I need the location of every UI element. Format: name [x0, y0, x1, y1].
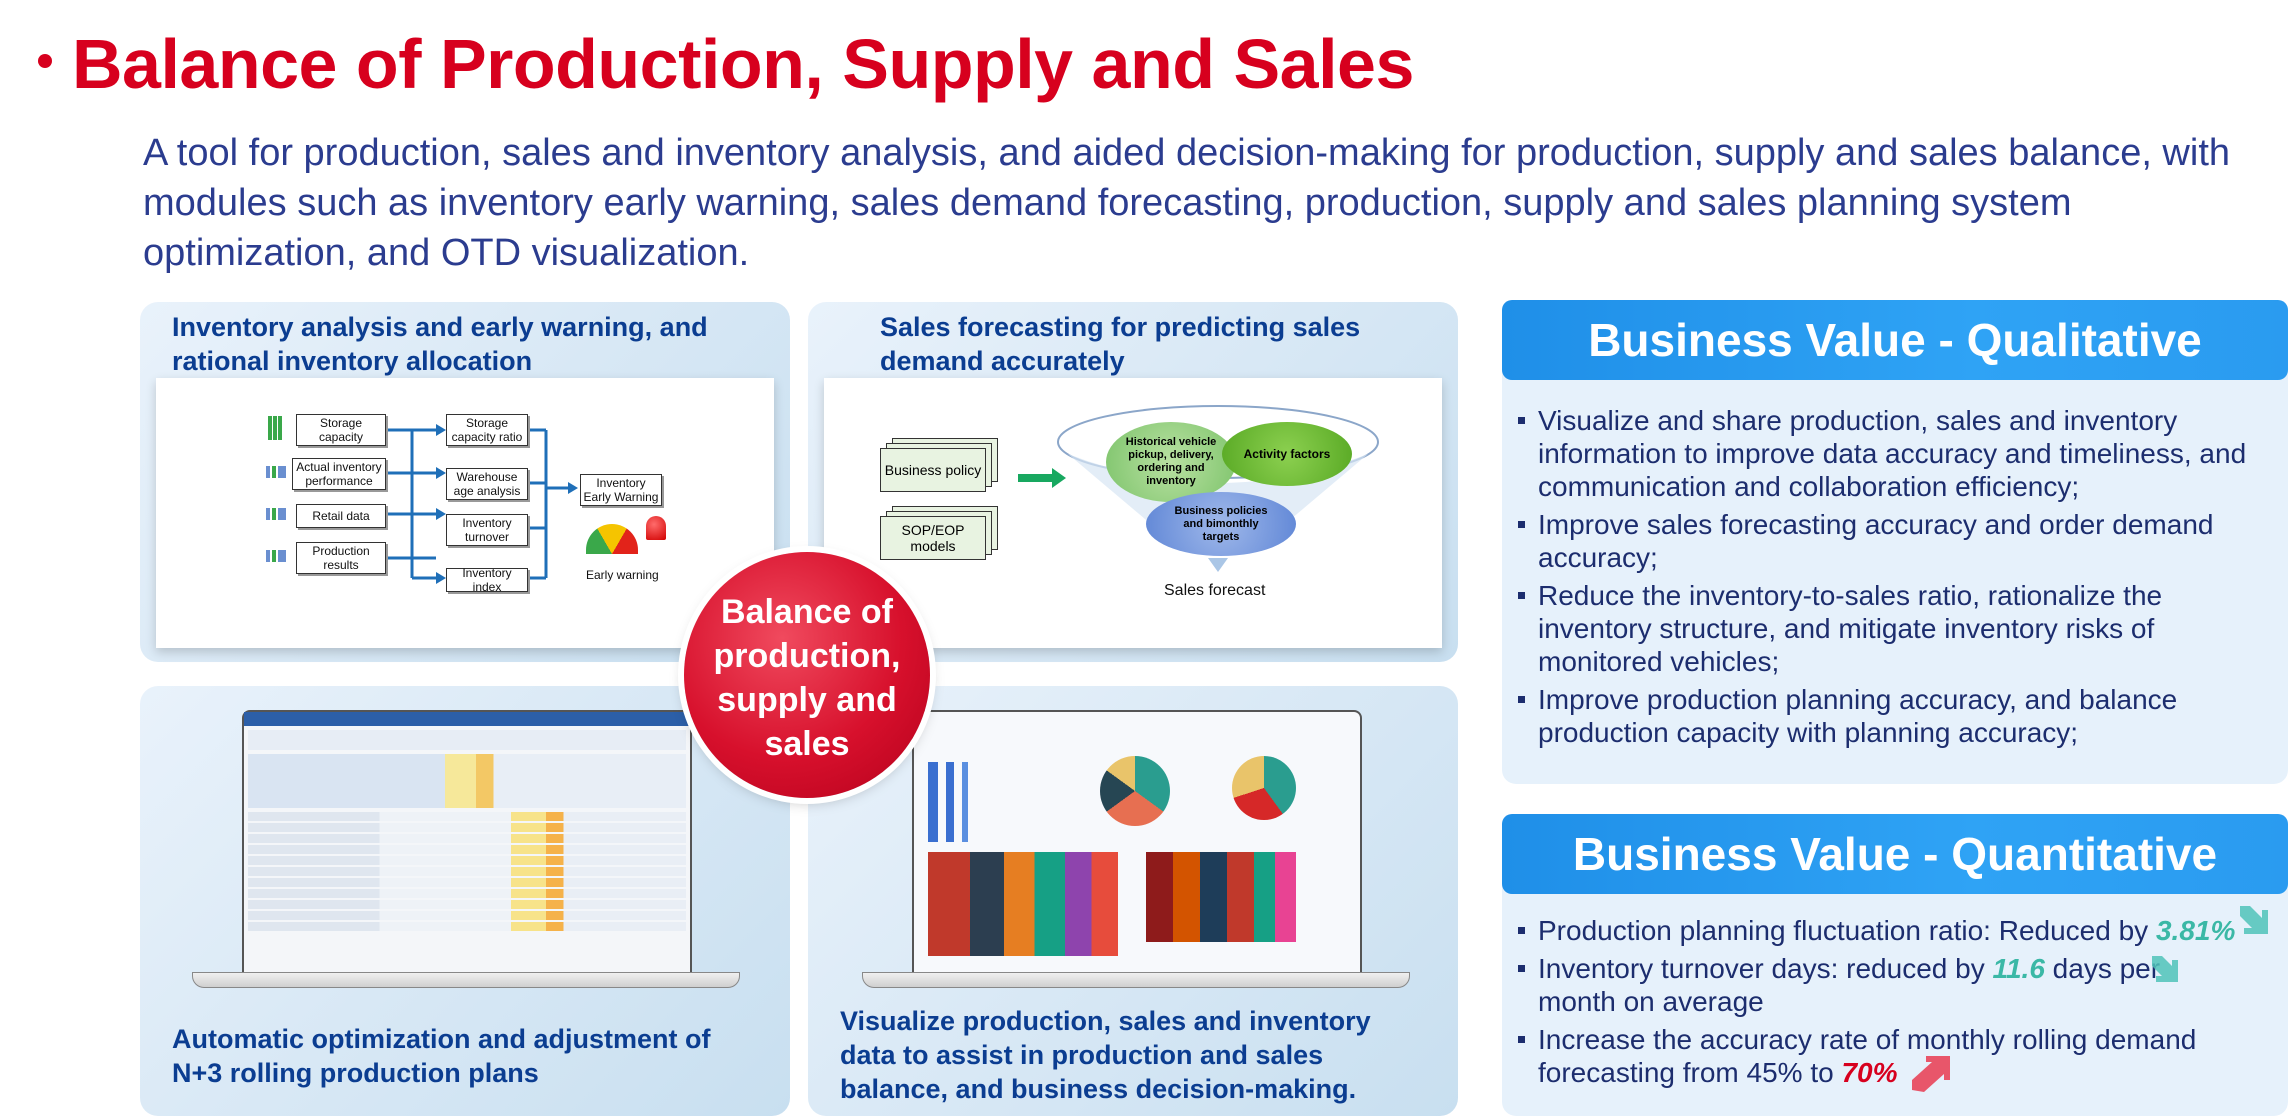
down-arrow-icon [2240, 906, 2268, 934]
inventory-diagram-connectors [388, 424, 578, 584]
bar-chart-icon [266, 550, 286, 562]
bar-chart-icon [266, 466, 286, 478]
quantitative-title: Business Value - Quantitative [1502, 814, 2288, 894]
dashboard-heatmap-2 [1146, 852, 1296, 942]
qualitative-list: Visualize and share production, sales an… [1516, 404, 2260, 754]
panel-rolling-title: Automatic optimization and adjustment of… [172, 1024, 711, 1088]
node-retail-data: Retail data [296, 504, 386, 528]
dashboard-pie-2 [1232, 756, 1296, 820]
sop-eop-stack: SOP/EOP models [880, 506, 998, 562]
panel-inventory: Inventory analysis and early warning, an… [140, 302, 790, 662]
node-warehouse-age: Warehouse age analysis [446, 468, 528, 500]
panel-rolling: Automatic optimization and adjustment of… [140, 686, 790, 1116]
sales-forecast-label: Sales forecast [1164, 582, 1266, 599]
business-policy-label: Business policy [880, 448, 986, 492]
dashboard-bar-chart [928, 762, 1038, 842]
quantitative-item: Inventory turnover days: reduced by 11.6… [1516, 952, 2236, 1018]
laptop-rolling [192, 710, 740, 994]
business-policy-stack: Business policy [880, 438, 998, 494]
qualitative-item: Visualize and share production, sales an… [1516, 404, 2260, 503]
bubble-activity: Activity factors [1222, 422, 1352, 486]
title-bullet [38, 30, 58, 68]
laptop-base [192, 972, 740, 988]
inventory-diagram: Storage capacity Actual inventory perfor… [156, 378, 774, 648]
laptop-base [862, 972, 1410, 988]
bar-chart-icon [268, 416, 282, 440]
page-title: Balance of Production, Supply and Sales [72, 25, 1414, 103]
forecast-accuracy-value: 70% [1841, 1057, 1898, 1088]
node-inventory-early-warning: Inventory Early Warning [580, 474, 662, 506]
up-arrow-icon [1912, 1056, 1950, 1092]
qualitative-item: Improve production planning accuracy, an… [1516, 683, 2260, 749]
qualitative-item: Improve sales forecasting accuracy and o… [1516, 508, 2260, 574]
down-arrow-icon [2152, 956, 2178, 982]
qualitative-panel: Business Value - Qualitative Visualize a… [1502, 300, 2288, 784]
quantitative-panel: Business Value - Quantitative Production… [1502, 814, 2288, 1116]
qualitative-title: Business Value - Qualitative [1502, 300, 2288, 380]
dashboard-pie-1 [1100, 756, 1170, 826]
forecast-diagram: Business policy SOP/EOP models Historica… [824, 378, 1442, 648]
panel-forecast: Sales forecasting for predicting sales d… [808, 302, 1458, 662]
quantitative-item: Increase the accuracy rate of monthly ro… [1516, 1023, 2236, 1089]
alarm-light-icon [646, 516, 666, 540]
panel-visualize-title: Visualize production, sales and inventor… [840, 1006, 1371, 1104]
qualitative-item: Reduce the inventory-to-sales ratio, rat… [1516, 579, 2260, 678]
early-warning-label: Early warning [586, 568, 659, 582]
fluctuation-value: 3.81% [2155, 915, 2236, 946]
down-arrow-icon [1208, 558, 1228, 572]
panel-forecast-title: Sales forecasting for predicting sales d… [880, 312, 1361, 376]
laptop-screen [912, 710, 1362, 976]
page-description: A tool for production, sales and invento… [143, 132, 2231, 274]
node-actual-inventory: Actual inventory performance [292, 458, 386, 490]
node-storage-capacity-ratio: Storage capacity ratio [446, 414, 528, 446]
node-inventory-turnover: Inventory turnover [446, 514, 528, 546]
node-storage-capacity: Storage capacity [296, 414, 386, 446]
green-arrow-icon [1018, 474, 1054, 482]
laptop-screen [242, 710, 692, 976]
bubble-policies: Business policies and bimonthly targets [1146, 492, 1296, 556]
bubble-historical: Historical vehicle pickup, delivery, ord… [1106, 422, 1236, 502]
panel-inventory-title: Inventory analysis and early warning, an… [172, 312, 708, 376]
panel-visualize: Visualize production, sales and inventor… [808, 686, 1458, 1116]
node-production-results: Production results [296, 542, 386, 574]
quantitative-list: Production planning fluctuation ratio: R… [1516, 914, 2236, 1094]
turnover-value: 11.6 [1992, 953, 2045, 984]
green-arrow-head-icon [1052, 468, 1066, 488]
quantitative-item: Production planning fluctuation ratio: R… [1516, 914, 2236, 947]
node-inventory-index: Inventory index [446, 566, 528, 594]
sop-eop-label: SOP/EOP models [880, 516, 986, 560]
bar-chart-icon [266, 508, 286, 520]
center-balance-circle: Balance of production, supply and sales [684, 552, 930, 798]
dashboard-heatmap-1 [928, 852, 1118, 956]
laptop-visualize [862, 710, 1410, 994]
